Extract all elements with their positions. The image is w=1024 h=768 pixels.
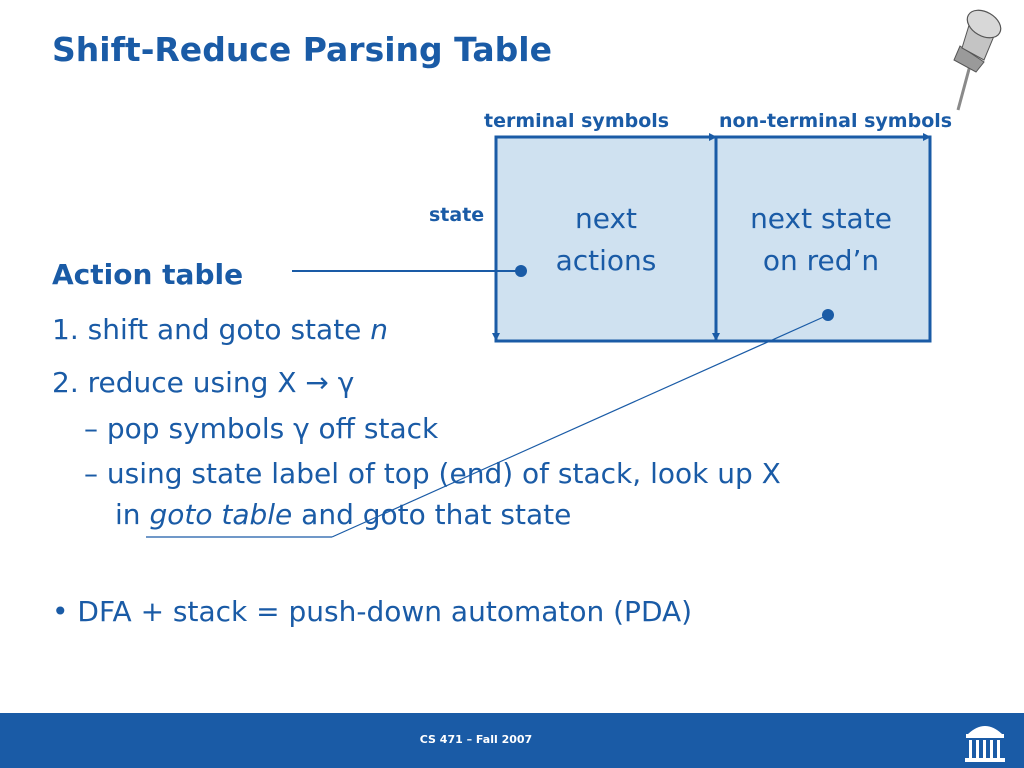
pda-bullet: • DFA + stack = push-down automaton (PDA…	[52, 595, 693, 628]
action-table-heading: Action table	[52, 258, 244, 291]
goto-table-term: goto table	[149, 498, 293, 531]
next-state-line2: on red’n	[762, 244, 880, 277]
lookup-subitem-line1: – using state label of top (end) of stac…	[84, 457, 781, 490]
reduce-item: 2. reduce using X → γ	[52, 366, 355, 399]
action-table-dot	[515, 265, 527, 277]
shift-item-var: n	[370, 313, 389, 346]
next-state-text: next state on red’n	[716, 198, 926, 282]
shift-item-text: 1. shift and goto state	[52, 313, 371, 346]
lookup-prefix: in	[115, 498, 150, 531]
nonterminal-symbols-label: non-terminal symbols	[719, 110, 953, 132]
state-label: state	[429, 204, 485, 226]
footer-course-label: CS 471 – Fall 2007	[419, 733, 533, 746]
terminal-symbols-label: terminal symbols	[484, 110, 670, 132]
next-state-line1: next state	[750, 202, 892, 235]
lookup-suffix: and goto that state	[292, 498, 572, 531]
shift-item: 1. shift and goto state n	[52, 313, 388, 346]
lookup-subitem-line2: in goto table and goto that state	[115, 498, 571, 531]
footer-bar	[0, 713, 1024, 768]
goto-table-connector	[331, 314, 829, 538]
slide-title: Shift-Reduce Parsing Table	[52, 30, 552, 69]
table-right-cell	[714, 135, 932, 343]
pushpin-icon	[953, 9, 1002, 111]
rotunda-logo-icon	[965, 726, 1005, 762]
table-left-cell	[494, 135, 718, 343]
next-actions-line2: actions	[555, 244, 657, 277]
pop-symbols-subitem: – pop symbols γ off stack	[84, 412, 439, 445]
goto-table-dot	[822, 309, 834, 321]
next-actions-text: next actions	[496, 198, 716, 282]
next-actions-line1: next	[574, 202, 638, 235]
